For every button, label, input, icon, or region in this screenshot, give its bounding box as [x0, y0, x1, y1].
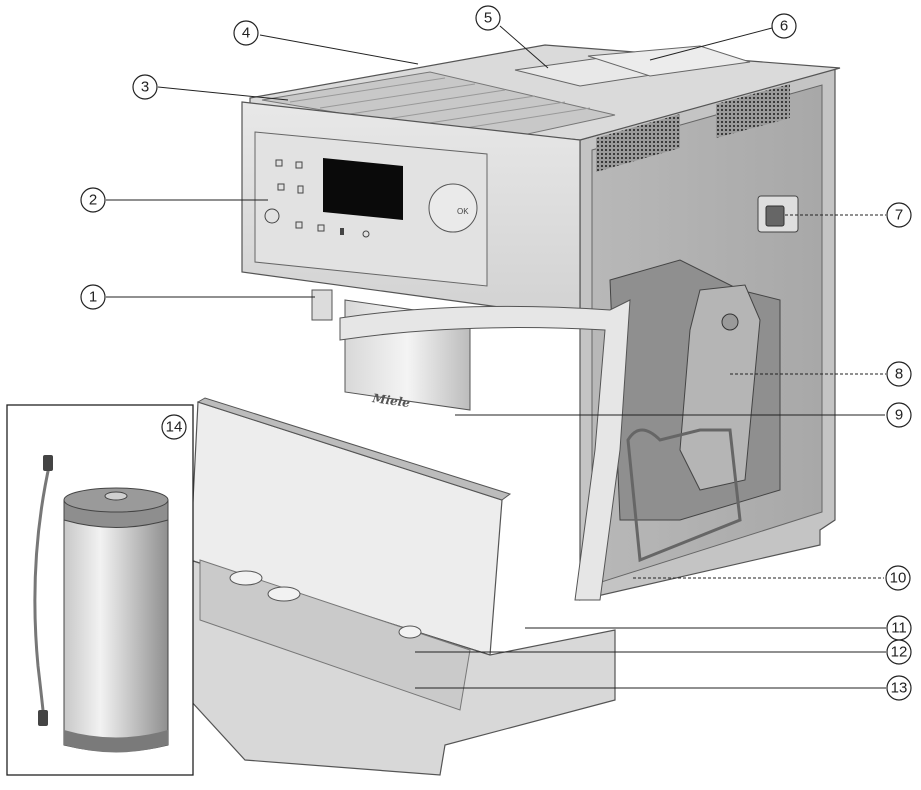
callout-1: 1 [80, 284, 106, 310]
milk-pipe-frame [339, 299, 631, 601]
ok-button-label[interactable]: OK [457, 207, 469, 216]
leader-6 [649, 27, 773, 61]
drip-tray-float [398, 625, 422, 639]
milk-container-body [63, 519, 169, 752]
cup-warmer-ridges [289, 77, 591, 133]
callout-2: 2 [80, 187, 106, 213]
callout-5: 5 [475, 5, 501, 31]
water-tank-lid[interactable] [587, 45, 751, 77]
svg-text:10: 10 [890, 570, 907, 587]
svg-text:11: 11 [891, 620, 907, 637]
callout-6: 6 [771, 13, 797, 39]
milk-tube-connector-top [43, 455, 53, 471]
milk-container-cap [104, 491, 128, 501]
leader-3 [157, 86, 289, 101]
callout-13: 13 [886, 675, 912, 701]
cup-icon-2[interactable] [295, 161, 303, 169]
drip-tray-hole-2 [267, 586, 301, 602]
vent-left [596, 114, 680, 172]
navigation-ring[interactable] [428, 183, 478, 233]
svg-text:2: 2 [89, 192, 97, 209]
leader-4 [259, 34, 419, 65]
callout-14: 14 [161, 414, 187, 440]
cup-icon-6[interactable] [317, 224, 325, 232]
cup-icon-3[interactable] [277, 183, 285, 191]
svg-text:4: 4 [242, 25, 250, 42]
pipes [626, 428, 742, 563]
display-screen [323, 158, 403, 220]
svg-text:14: 14 [166, 419, 183, 436]
brand-logo: Miele [371, 391, 412, 410]
cup-icon-7[interactable] [340, 228, 344, 235]
svg-text:8: 8 [895, 366, 903, 383]
milk-tube [33, 461, 52, 721]
callout-12: 12 [886, 639, 912, 665]
svg-text:7: 7 [895, 207, 903, 224]
milk-tube-connector-bottom [38, 710, 48, 726]
drip-tray-cover-edge [196, 397, 512, 501]
callout-11: 11 [886, 615, 912, 641]
cup-icon-1[interactable] [275, 159, 283, 167]
hot-water-spout[interactable] [311, 289, 333, 321]
svg-text:3: 3 [141, 79, 149, 96]
power-icon[interactable] [264, 208, 280, 224]
switch-toggle[interactable] [765, 205, 785, 227]
cup-icon-5[interactable] [295, 221, 303, 229]
vent-right [716, 84, 790, 138]
brew-unit-knob[interactable] [721, 313, 739, 331]
svg-text:1: 1 [89, 289, 97, 306]
callout-7: 7 [886, 202, 912, 228]
drip-tray-grid [199, 559, 471, 711]
svg-text:13: 13 [891, 680, 908, 697]
callout-8: 8 [886, 361, 912, 387]
leader-5 [499, 25, 549, 69]
cup-icon-8[interactable] [362, 230, 370, 238]
callout-10: 10 [885, 565, 911, 591]
svg-text:6: 6 [780, 18, 788, 35]
callout-4: 4 [233, 20, 259, 46]
svg-text:12: 12 [891, 644, 908, 661]
drip-tray-hole-1 [229, 570, 263, 586]
milk-container-base [64, 730, 168, 753]
callout-3: 3 [132, 74, 158, 100]
brew-unit[interactable] [679, 284, 761, 491]
callout-9: 9 [886, 402, 912, 428]
cup-icon-4[interactable] [297, 185, 304, 194]
svg-text:5: 5 [484, 10, 492, 27]
svg-text:9: 9 [895, 407, 903, 424]
